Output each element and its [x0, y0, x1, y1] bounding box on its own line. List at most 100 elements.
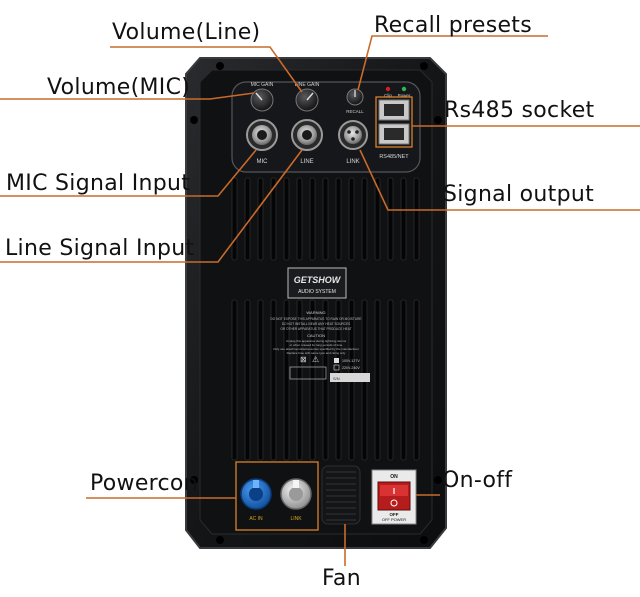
callout-line-signal-input: Line Signal Input — [5, 236, 195, 261]
mic-gain-label: MIC GAIN — [251, 82, 274, 88]
heatsink-slot — [231, 177, 238, 261]
heatsink-slot — [387, 177, 394, 261]
control-panel — [231, 81, 421, 173]
screw-hole-icon — [190, 116, 198, 124]
powercon-in-label: AC IN — [249, 516, 263, 522]
screw-hole-icon — [190, 476, 198, 484]
rs485-socket-pair[interactable] — [378, 99, 410, 145]
heatsink-slot — [361, 177, 368, 261]
recycle-bin-icon: ⊠ — [300, 355, 307, 364]
callout-signal-output: Signal output — [443, 182, 595, 207]
switch-on-label: ON — [390, 474, 398, 480]
serial-number-sticker — [330, 373, 370, 382]
warning-line: DO NOT INSTALL NEAR ANY HEAT SOURCES — [282, 322, 351, 326]
heatsink-slot — [374, 299, 381, 461]
callout-recall-presets: Recall presets — [374, 13, 532, 38]
power-switch[interactable] — [371, 469, 417, 525]
callout-line-signal-output — [359, 149, 640, 211]
switch-off-label: OFF — [390, 512, 399, 517]
heatsink-slot — [322, 177, 329, 261]
callout-line-mic-input — [0, 149, 257, 197]
heatsink-slot — [400, 177, 407, 261]
voltage-checkbox — [333, 364, 340, 371]
heatsink-slot — [296, 177, 303, 261]
power-led — [401, 86, 407, 92]
heatsink-slot — [374, 177, 381, 261]
heatsink-slot — [309, 177, 316, 261]
callout-fan: Fan — [322, 566, 361, 591]
line-input-jack[interactable] — [291, 119, 323, 151]
link-jack-label: LINK — [346, 159, 359, 165]
callout-line-volume-line — [110, 46, 303, 93]
screw-hole-icon — [216, 536, 224, 544]
line-jack-label: LINE — [300, 159, 313, 165]
screw-hole-icon — [420, 62, 428, 70]
callout-line-recall — [357, 35, 548, 91]
power-led-label: Power — [398, 93, 411, 98]
heatsink-slot — [257, 299, 264, 461]
warning-block: WARNING DO NOT EXPOSE THIS APPARATUS TO … — [270, 310, 370, 382]
screw-hole-icon — [216, 62, 224, 70]
mic-gain-knob[interactable] — [250, 88, 274, 112]
shock-warning-icon: ⚠ — [312, 355, 319, 364]
heatsink-slot — [413, 299, 420, 461]
screw-hole-icon — [420, 536, 428, 544]
heatsink-slot — [270, 177, 277, 261]
rs485-highlight-box — [375, 96, 413, 148]
callout-on-off: On-off — [442, 468, 513, 493]
voltage-option: 100V-127V — [342, 359, 360, 363]
serial-label: S/N — [333, 376, 340, 381]
heatsink-slot — [257, 177, 264, 261]
fan-grille — [321, 465, 361, 525]
heatsink-slot — [400, 299, 407, 461]
voltage-option: 220V-240V — [342, 366, 360, 370]
recall-label: RECALL — [346, 109, 364, 114]
callout-powercon: Powercon — [90, 471, 198, 496]
mic-jack-label: MIC — [257, 159, 269, 165]
voltage-checkbox — [334, 358, 339, 363]
powercon-out-label: LINK — [290, 516, 302, 522]
heatsink-slot — [309, 299, 316, 461]
callout-line-volume-mic — [0, 92, 255, 100]
powercon-out-connector[interactable] — [280, 478, 312, 510]
brand-name: GETSHOW — [294, 275, 342, 285]
rs485-jack-label: RS485/NET — [379, 154, 409, 160]
brand-tagline: AUDIO SYSTEM — [298, 289, 336, 295]
powercon-highlight-box — [235, 461, 319, 531]
heatsink-slot — [283, 299, 290, 461]
heatsink-slot — [335, 177, 342, 261]
heatsink-slot — [296, 299, 303, 461]
powercon-in-connector[interactable] — [240, 478, 272, 510]
heatsink-slot — [322, 299, 329, 461]
callout-lines — [0, 35, 640, 566]
heatsink-slot — [270, 299, 277, 461]
clip-led — [385, 86, 391, 92]
heatsink-slot — [413, 177, 420, 261]
callout-mic-signal-input: MIC Signal Input — [6, 171, 191, 196]
switch-power-label: OFF POWER — [382, 517, 406, 522]
heatsink-slot — [244, 299, 251, 461]
heatsink-slot — [231, 299, 238, 461]
screw-hole-icon — [434, 116, 442, 124]
caution-title: CAUTION — [307, 333, 325, 338]
clip-led-label: Clip — [384, 93, 392, 98]
line-gain-label: LINE GAIN — [295, 82, 320, 88]
caution-line: Unplug this apparatus during lightning s… — [286, 339, 347, 343]
callout-line-line-input — [0, 149, 303, 263]
heatsink-slot — [348, 177, 355, 261]
warning-title: WARNING — [306, 310, 325, 315]
certification-marks — [289, 366, 327, 380]
callout-rs485-socket: Rs485 socket — [444, 98, 595, 123]
heatsink-slot — [387, 299, 394, 461]
screw-hole-icon — [434, 476, 442, 484]
callout-volume-mic: Volume(MIC) — [47, 75, 191, 100]
mic-input-jack[interactable] — [246, 119, 278, 151]
recall-knob[interactable] — [346, 88, 364, 106]
link-output-jack[interactable] — [338, 120, 368, 150]
callout-volume-line: Volume(Line) — [112, 20, 261, 45]
line-gain-knob[interactable] — [295, 88, 319, 112]
warning-line: DO NOT EXPOSE THIS APPARATUS TO RAIN OR … — [270, 317, 361, 321]
heatsink-slot — [283, 177, 290, 261]
